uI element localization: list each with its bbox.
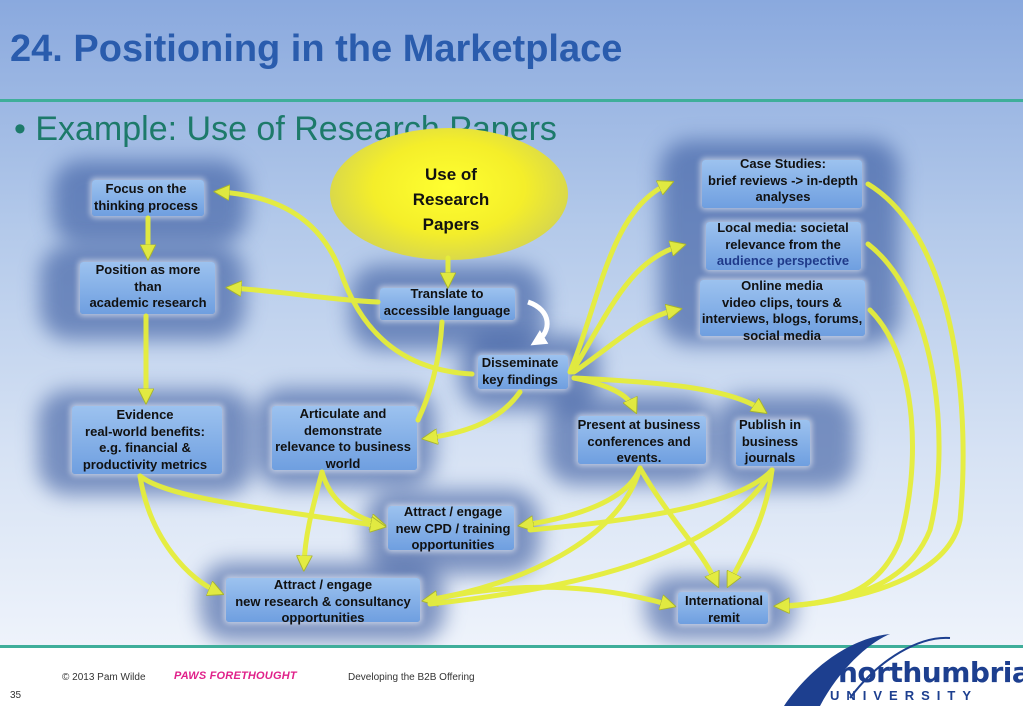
node-local-media: Local media: societal relevance from the… xyxy=(716,220,850,268)
footer-copyright: © 2013 Pam Wilde xyxy=(62,672,146,683)
arrow-research-international xyxy=(427,584,670,605)
footer-brand-logo: PAWS FORETHOUGHT xyxy=(174,670,297,682)
node-box-disseminate xyxy=(478,355,568,389)
arrow-translate-curl xyxy=(527,299,550,346)
arrow-to-articulate xyxy=(428,389,523,438)
node-box-case-studies xyxy=(702,160,862,208)
arrow-local-media-to-international xyxy=(787,241,942,609)
node-box-focus xyxy=(92,180,204,216)
arrow-translate-to-position xyxy=(232,288,381,305)
node-box-research xyxy=(226,578,420,622)
university-logo-swoosh-icon xyxy=(784,634,951,706)
node-box-publish xyxy=(736,420,810,466)
title-divider xyxy=(0,99,1023,102)
slide-title: 24. Positioning in the Marketplace xyxy=(10,28,623,70)
center-label: Use of Research Papers xyxy=(412,165,490,234)
node-articulate: Articulate and demonstrate relevance to … xyxy=(275,406,411,471)
arrow-disseminate-to-focus xyxy=(220,192,475,377)
node-evidence: Evidence real-world benefits: e.g. finan… xyxy=(82,407,208,472)
node-cpd: Attract / engage new CPD / training oppo… xyxy=(395,504,511,552)
slide-canvas: 24. Positioning in the Marketplace • Exa… xyxy=(0,0,1023,645)
arrow-present-to-international xyxy=(637,465,716,582)
node-box-local-media xyxy=(706,222,861,270)
node-box-translate xyxy=(380,288,515,320)
arrow-publish-to-research xyxy=(427,467,775,607)
node-online-media: Online media video clips, tours & interv… xyxy=(701,278,863,343)
node-box-articulate xyxy=(272,406,417,470)
node-box-online-media xyxy=(700,280,865,336)
university-logo-name: northumbria xyxy=(838,656,1023,689)
arrow-to-local-media xyxy=(569,246,680,375)
node-publish: Publish in business journals xyxy=(738,417,802,465)
node-international: International remit xyxy=(684,593,764,625)
arrow-to-case-studies xyxy=(567,184,668,375)
arrow-publish-to-international xyxy=(730,467,775,582)
node-translate: Translate to accessible language xyxy=(383,286,511,318)
node-research: Attract / engage new research & consulta… xyxy=(235,577,411,625)
node-box-evidence xyxy=(72,406,222,474)
arrow-evidence-to-research xyxy=(137,473,218,592)
university-logo-subtitle: UNIVERSITY xyxy=(830,688,979,703)
node-position: Position as more than academic research xyxy=(89,262,207,310)
arrow-to-publish xyxy=(571,375,762,410)
arrow-online-media-to-international xyxy=(780,307,915,606)
flow-arrows xyxy=(137,0,966,645)
footer-divider xyxy=(0,645,1023,648)
node-box-cpd xyxy=(388,506,514,550)
node-box-present xyxy=(578,416,706,464)
arrow-articulate-to-research xyxy=(304,469,325,565)
arrow-publish-to-cpd xyxy=(527,467,775,533)
node-disseminate: Disseminate key findings xyxy=(481,355,559,387)
center-ellipse xyxy=(330,128,568,260)
footer-topic: Developing the B2B Offering xyxy=(348,672,475,683)
node-box-position xyxy=(80,262,215,314)
node-case-studies: Case Studies: brief reviews -> in-depth … xyxy=(708,156,858,204)
arrow-translate-to-disseminate xyxy=(415,319,445,423)
page-number: 35 xyxy=(10,690,22,701)
arrow-case-studies-to-international xyxy=(787,181,966,609)
arrow-present-to-cpd xyxy=(524,465,643,525)
arrow-to-online-media xyxy=(571,310,676,375)
arrow-evidence-to-cpd xyxy=(137,473,380,526)
node-focus: Focus on the thinking process xyxy=(93,181,199,213)
node-present: Present at business conferences and even… xyxy=(577,417,701,465)
node-box-international xyxy=(678,592,768,624)
